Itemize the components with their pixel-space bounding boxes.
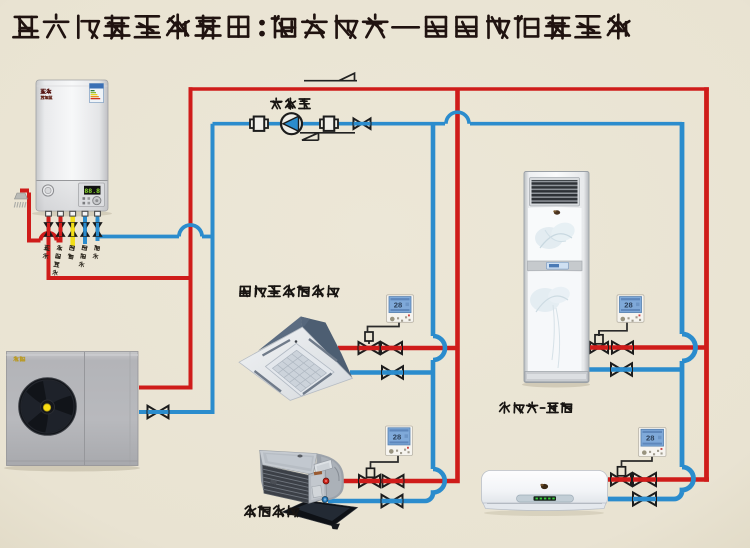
svg-text:28: 28 — [624, 301, 632, 310]
svg-text:28: 28 — [393, 432, 401, 441]
svg-text:28: 28 — [646, 434, 654, 443]
svg-text:28: 28 — [394, 301, 402, 310]
svg-text:88.8: 88.8 — [84, 188, 100, 195]
